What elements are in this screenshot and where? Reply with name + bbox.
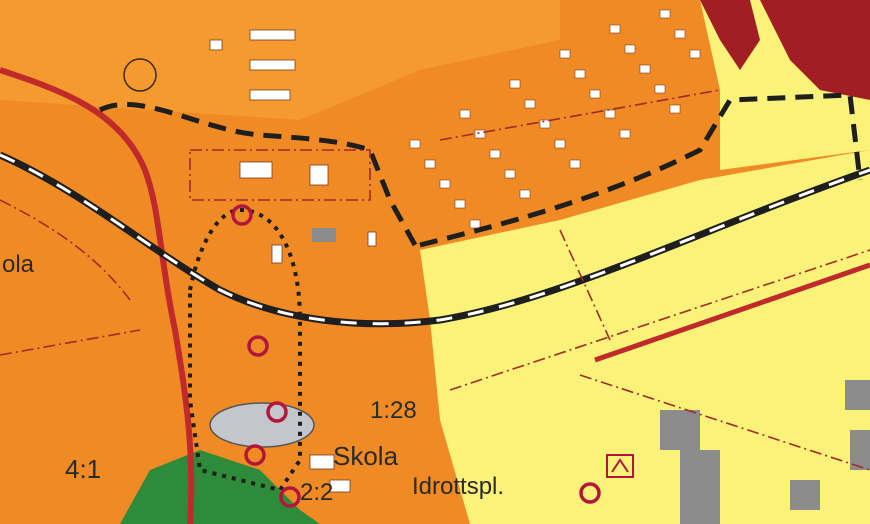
heritage-circle: [244, 444, 266, 466]
label-skola: Skola: [333, 441, 399, 471]
heritage-circle: [279, 486, 301, 508]
protected-building-square: [606, 454, 634, 478]
dotted-boundary: [188, 207, 303, 493]
municipal-boundary: [98, 101, 418, 247]
heritage-circle: [579, 482, 601, 504]
open-area-zone: [420, 150, 870, 524]
industrial-zone-b: [700, 0, 760, 70]
municipal-boundary-east: [419, 92, 863, 248]
secondary-road: [594, 262, 870, 363]
label-scale-2-2: 2:2: [300, 479, 333, 506]
label-ola: ola: [2, 251, 35, 278]
industrial-zone: [760, 0, 870, 100]
label-scale-4-1: 4:1: [65, 454, 101, 484]
heritage-circle: [231, 204, 253, 226]
house-rows: [409, 9, 701, 229]
roundabout: [123, 58, 157, 92]
large-buildings: [312, 228, 870, 524]
heritage-circle: [266, 401, 288, 423]
label-idrottspl: Idrottspl.: [412, 473, 504, 500]
main-road: [0, 67, 195, 524]
buildings: [209, 29, 377, 493]
railway-line-dash: [0, 153, 870, 326]
label-scale-1-28: 1:28: [370, 397, 417, 424]
heritage-circle: [247, 335, 269, 357]
property-boundaries: [0, 89, 870, 471]
green-zone: [120, 450, 320, 524]
heritage-circles: [231, 204, 601, 508]
